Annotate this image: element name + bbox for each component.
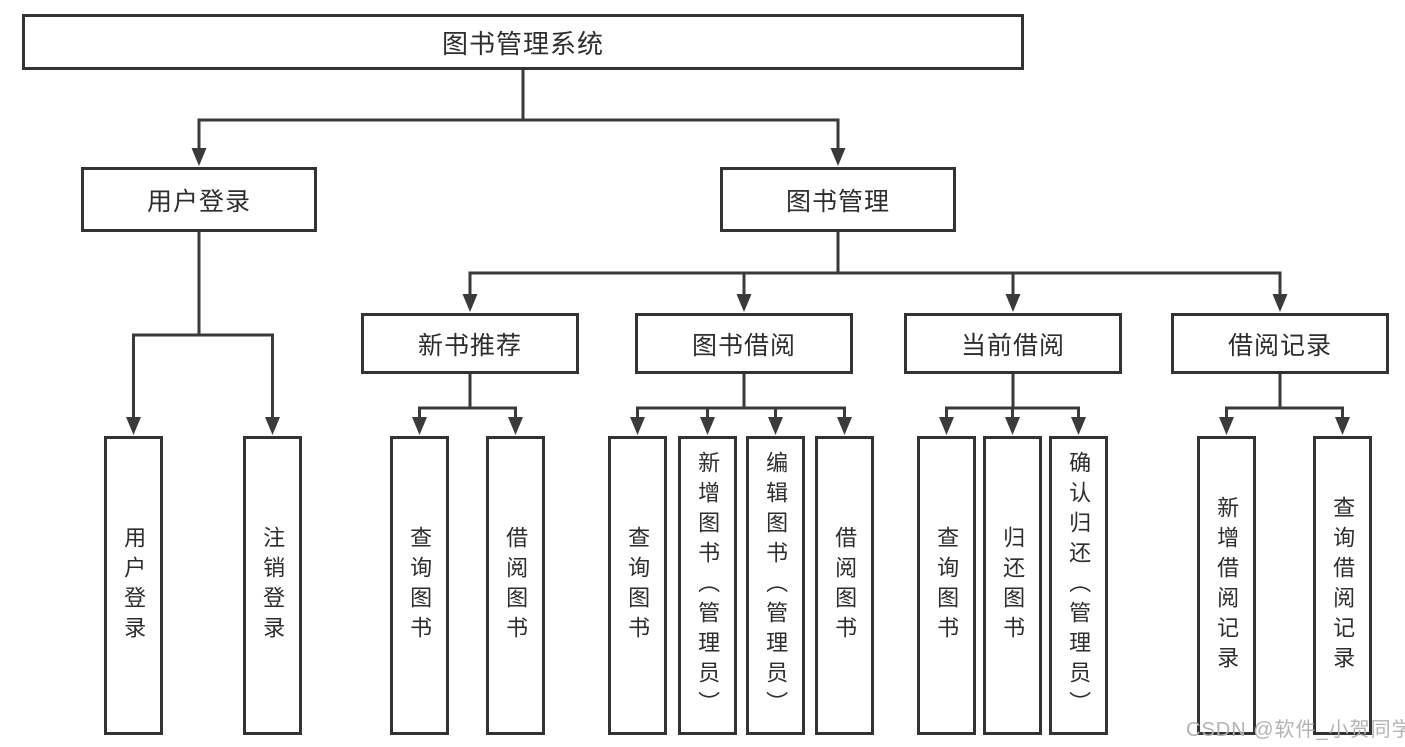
node-label: 图书管理系统 — [441, 28, 604, 59]
node-library-management-system: 图书管理系统 — [22, 14, 1024, 70]
watermark-csdn: CSDN @软件_小贺同学 — [1186, 719, 1405, 741]
node-label: 确认归还（管理员） — [1066, 450, 1092, 721]
node-label: 查询借阅记录 — [1330, 495, 1356, 676]
node-query-borrow-record: 查询借阅记录 — [1313, 436, 1372, 735]
node-label: 归还图书 — [1000, 525, 1026, 646]
node-book-management: 图书管理 — [720, 167, 956, 232]
node-label: 查询图书 — [625, 525, 651, 646]
node-label: 借阅图书 — [832, 525, 858, 646]
node-label: 用户登录 — [121, 525, 147, 646]
node-borrowing-records: 借阅记录 — [1171, 313, 1389, 374]
node-label: 新增借阅记录 — [1214, 495, 1240, 676]
node-confirm-return-admin: 确认归还（管理员） — [1049, 436, 1108, 735]
node-label: 图书管理 — [785, 187, 890, 216]
node-label: 查询图书 — [934, 525, 960, 646]
node-new-book-recommendation: 新书推荐 — [361, 313, 579, 374]
node-book-borrowing: 图书借阅 — [635, 313, 853, 374]
node-logout: 注销登录 — [243, 436, 302, 735]
node-add-borrow-record: 新增借阅记录 — [1197, 436, 1256, 735]
node-return-books: 归还图书 — [983, 436, 1042, 735]
node-add-books-admin: 新增图书（管理员） — [678, 436, 737, 735]
node-label: 当前借阅 — [960, 331, 1065, 360]
node-label: 新书推荐 — [417, 331, 522, 360]
node-label: 用户登录 — [146, 187, 251, 216]
node-user-login: 用户登录 — [81, 167, 317, 232]
node-user-login-leaf: 用户登录 — [104, 436, 163, 735]
node-current-borrowing: 当前借阅 — [904, 313, 1122, 374]
node-label: 借阅记录 — [1227, 331, 1332, 360]
node-label: 新增图书（管理员） — [695, 450, 721, 721]
node-query-books-borrow: 查询图书 — [608, 436, 667, 735]
node-label: 查询图书 — [407, 525, 433, 646]
node-edit-books-admin: 编辑图书（管理员） — [746, 436, 805, 735]
node-label: 注销登录 — [260, 525, 286, 646]
node-label: 借阅图书 — [503, 525, 529, 646]
node-query-books-rec: 查询图书 — [390, 436, 449, 735]
node-query-books-current: 查询图书 — [917, 436, 976, 735]
node-label: 编辑图书（管理员） — [763, 450, 789, 721]
node-borrow-books-rec: 借阅图书 — [486, 436, 545, 735]
node-label: 图书借阅 — [691, 331, 796, 360]
node-borrow-books-leaf: 借阅图书 — [815, 436, 874, 735]
